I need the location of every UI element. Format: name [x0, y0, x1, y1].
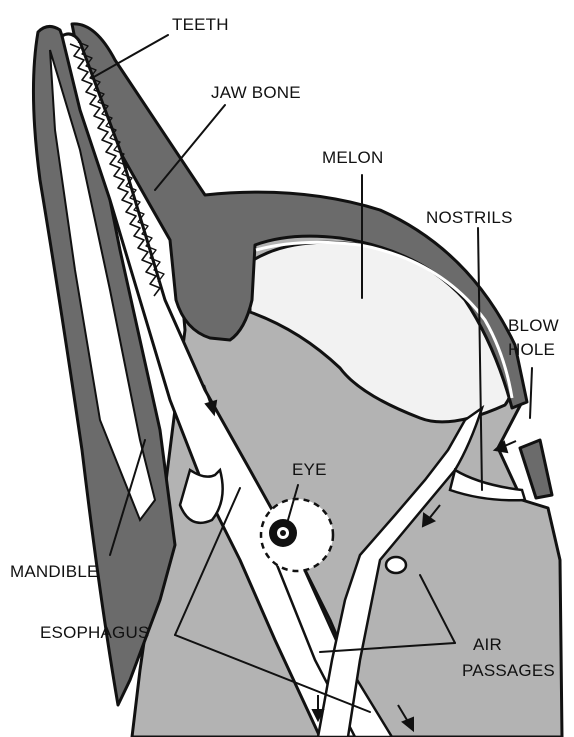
- label-mandible: MANDIBLE: [10, 562, 99, 581]
- label-melon: MELON: [322, 148, 383, 167]
- blowhole-plug: [520, 440, 552, 498]
- bulb: [386, 557, 406, 573]
- label-nostrils: NOSTRILS: [426, 208, 513, 227]
- label-teeth: TEETH: [172, 15, 229, 34]
- label-eye: EYE: [292, 460, 327, 479]
- label-jaw-bone: JAW BONE: [211, 83, 301, 102]
- label-blow-hole-line1: BLOW: [508, 316, 559, 335]
- label-esophagus: ESOPHAGUS: [40, 623, 150, 642]
- eye-pupil: [280, 530, 286, 536]
- label-air-passages-line2: PASSAGES: [462, 661, 555, 680]
- label-air-passages-line1: AIR: [473, 635, 502, 654]
- label-blow-hole-line2: HOLE: [508, 340, 555, 359]
